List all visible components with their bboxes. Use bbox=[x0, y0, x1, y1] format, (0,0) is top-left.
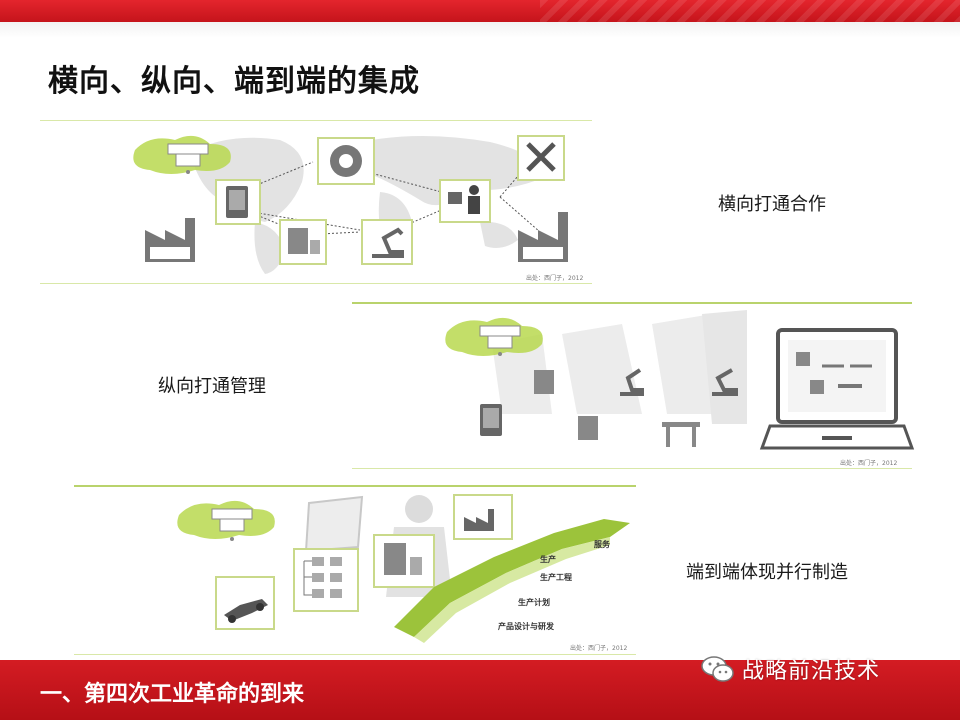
race-car-icon bbox=[215, 576, 275, 630]
wechat-icon bbox=[701, 656, 734, 682]
panel1-source: 出处：西门子，2012 bbox=[526, 275, 584, 282]
cloud-gateway-icon-2 bbox=[479, 325, 521, 356]
stage-label-product-design: 产品设计与研发 bbox=[498, 621, 555, 631]
panel3-bottom-rule bbox=[74, 654, 636, 655]
header-shadow bbox=[0, 22, 960, 38]
panel3-source: 出处：西门子，2012 bbox=[570, 645, 628, 652]
tablet-icon bbox=[215, 179, 261, 225]
panel1-top-rule bbox=[40, 120, 592, 121]
factory-icon-3 bbox=[453, 494, 513, 540]
stage-label-production-engineering: 生产工程 bbox=[540, 572, 572, 582]
stage-label-production-planning: 生产计划 bbox=[518, 597, 550, 607]
panel3-illustration: 服务 生产 生产工程 生产计划 产品设计与研发 bbox=[177, 494, 630, 643]
gear-icon bbox=[317, 137, 375, 185]
panel2-bottom-rule bbox=[352, 468, 912, 469]
operator-icon bbox=[439, 179, 491, 223]
flowchart-icon bbox=[293, 548, 359, 612]
stage-label-service: 服务 bbox=[594, 539, 611, 549]
lifecycle-ribbon bbox=[394, 519, 630, 643]
monitor-icon bbox=[759, 328, 915, 450]
panel2-illustration bbox=[445, 310, 915, 450]
panel1-caption: 横向打通合作 bbox=[718, 194, 826, 215]
tablet-icon-2 bbox=[480, 404, 502, 436]
footer-title: 一、第四次工业革命的到来 bbox=[40, 682, 305, 707]
panel1-bottom-rule bbox=[40, 283, 592, 284]
watermark-text: 战略前沿技术 bbox=[742, 659, 881, 684]
cloud-gateway-icon bbox=[167, 143, 209, 174]
cloud-gateway-icon-3 bbox=[211, 508, 253, 541]
panel2-source: 出处：西门子，2012 bbox=[840, 460, 898, 467]
factory-icon-right bbox=[518, 212, 568, 262]
panel3-top-rule bbox=[74, 485, 636, 487]
footer-band bbox=[0, 660, 960, 720]
machine-icon bbox=[279, 219, 327, 265]
panel2-caption: 纵向打通管理 bbox=[158, 376, 266, 397]
slide-title: 横向、纵向、端到端的集成 bbox=[48, 64, 420, 99]
machine-icon-3 bbox=[373, 534, 435, 588]
header-band bbox=[0, 0, 960, 22]
panel2-top-rule bbox=[352, 302, 912, 304]
robot-arm-icon bbox=[361, 219, 413, 265]
stage-label-production: 生产 bbox=[540, 554, 556, 564]
panel3-caption: 端到端体现并行制造 bbox=[686, 562, 848, 583]
panel1-illustration bbox=[133, 135, 568, 274]
watermark: 战略前沿技术 bbox=[700, 652, 880, 686]
factory-icon bbox=[145, 218, 195, 262]
tools-icon bbox=[517, 135, 565, 181]
